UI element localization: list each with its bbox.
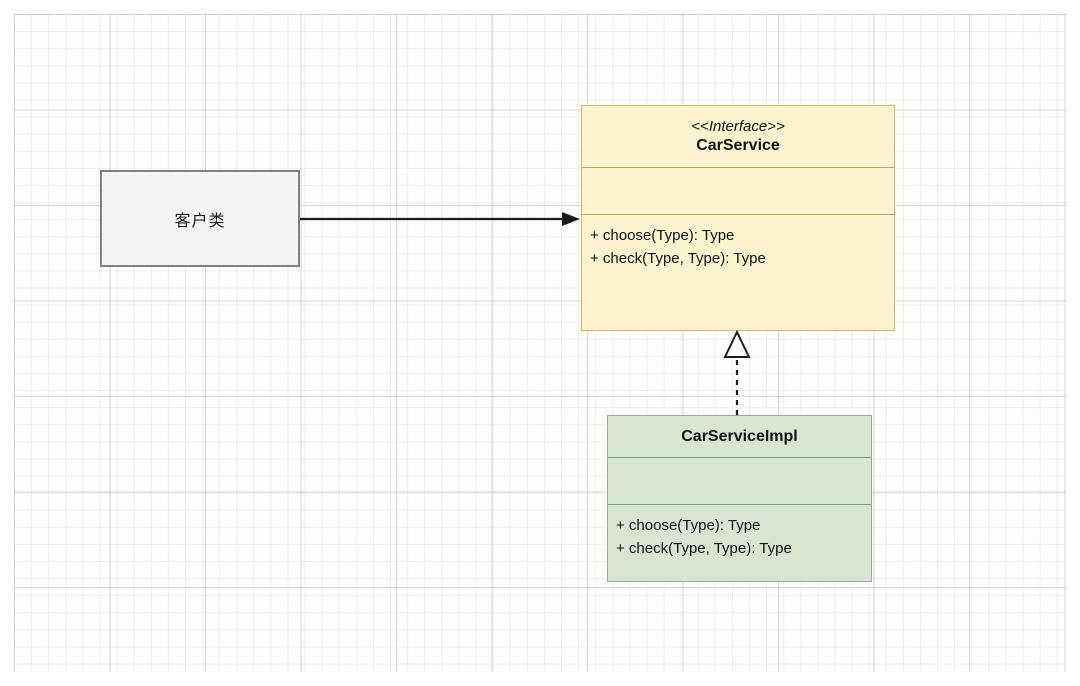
carservice-methods-compartment: + choose(Type): Type + check(Type, Type)…	[582, 215, 894, 270]
carserviceimpl-method: + check(Type, Type): Type	[616, 540, 792, 557]
carservice-method: + choose(Type): Type	[590, 227, 735, 244]
carservice-title-compartment: <<Interface>> CarService	[582, 106, 894, 168]
carserviceimpl-name: CarServiceImpl	[681, 427, 798, 445]
carservice-stereotype: <<Interface>>	[691, 117, 785, 135]
class-node-carservice[interactable]: <<Interface>> CarService + choose(Type):…	[581, 105, 895, 331]
carserviceimpl-method: + choose(Type): Type	[616, 517, 761, 534]
carservice-method: + check(Type, Type): Type	[590, 250, 766, 267]
class-node-carserviceimpl[interactable]: CarServiceImpl + choose(Type): Type + ch…	[607, 415, 872, 582]
class-node-client-label: 客户类	[174, 212, 226, 230]
carserviceimpl-attributes-compartment	[608, 458, 871, 505]
class-node-client[interactable]: 客户类	[100, 170, 300, 267]
edge-impl-to-interface[interactable]	[723, 329, 751, 415]
hollow-triangle-icon	[723, 329, 751, 358]
carservice-attributes-compartment	[582, 168, 894, 215]
carservice-name: CarService	[696, 136, 780, 154]
edge-client-to-interface[interactable]	[300, 212, 580, 226]
carserviceimpl-title-compartment: CarServiceImpl	[608, 416, 871, 458]
filled-arrow-icon	[562, 212, 580, 226]
carserviceimpl-methods-compartment: + choose(Type): Type + check(Type, Type)…	[608, 505, 871, 560]
